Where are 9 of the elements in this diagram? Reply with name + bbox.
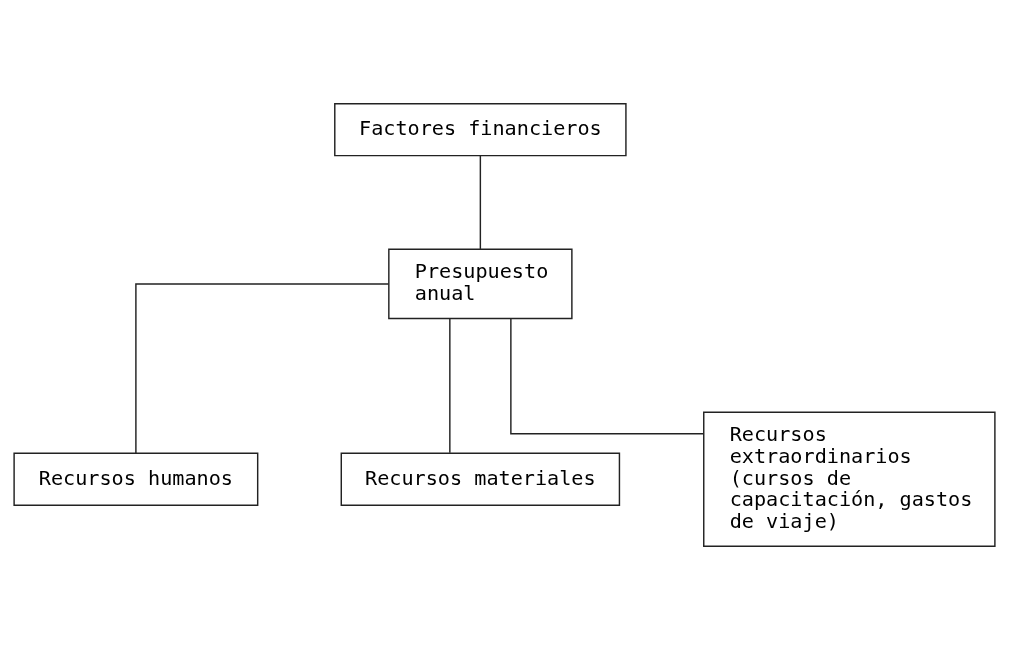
connector bbox=[135, 282, 390, 454]
node-box: Presupuesto anual bbox=[388, 248, 573, 319]
node-box: Recursos humanos bbox=[13, 452, 259, 506]
node-box: Recursos extraordinarios (cursos de capacitación, gastos de viaje) bbox=[703, 410, 996, 547]
connector bbox=[449, 317, 451, 453]
connector bbox=[510, 317, 705, 435]
connector bbox=[479, 154, 482, 250]
node-box: Factores financieros bbox=[334, 102, 627, 156]
node-box: Recursos materiales bbox=[340, 452, 621, 506]
